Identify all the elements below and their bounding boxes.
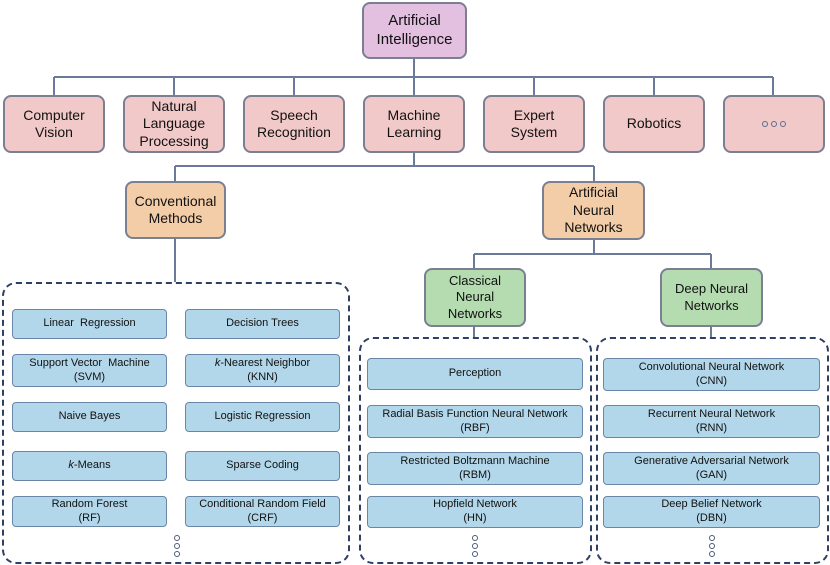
leaf-label-line: (KNN) <box>247 370 278 383</box>
leaf-label-line: (DBN) <box>696 512 727 524</box>
leaf-random-forest: Random Forest(RF) <box>12 496 167 527</box>
node-label-line: Networks <box>447 305 503 321</box>
leaf-deep-belief-network: Deep Belief Network(DBN) <box>603 496 820 528</box>
node-label-line: Processing <box>139 132 209 149</box>
node-label-line: System <box>510 124 558 140</box>
leaf-label-line: Deep Belief Network <box>661 498 762 511</box>
node-label-line: Natural <box>151 97 197 114</box>
node-more-fields <box>723 95 825 153</box>
leaf-label-line: Radial Basis Function Neural Network <box>382 407 568 420</box>
node-label-line: Recognition <box>257 124 331 140</box>
leaf-linear-regression: Linear Regression <box>12 309 167 339</box>
root-line-1: Artificial <box>388 11 441 29</box>
leaf-label-line: Logistic Regression <box>214 410 311 423</box>
node-label-line: Machine <box>387 106 441 123</box>
leaf-label-line: Recurrent Neural Network <box>647 407 776 420</box>
leaf-k-means: k-Means <box>12 451 167 481</box>
node-label-line: Neural <box>572 201 615 218</box>
leaf-label-rest: -Nearest Neighbor <box>220 356 311 369</box>
leaf-recurrent-neural-network: Recurrent Neural Network(RNN) <box>603 405 820 438</box>
node-label-line: Robotics <box>626 115 682 132</box>
leaf-label-line: (RF) <box>78 511 101 524</box>
node-label-line: Computer <box>23 106 85 123</box>
node-label-line: Language <box>142 115 206 132</box>
leaf-perception: Perception <box>367 358 583 390</box>
node-label-line: Deep Neural <box>675 281 748 297</box>
vertical-ellipsis-icon <box>173 535 181 557</box>
ellipsis-icon <box>762 121 786 127</box>
leaf-label-line: (SVM) <box>73 370 106 383</box>
node-label-line: Neural <box>455 289 495 305</box>
leaf-sparse-coding: Sparse Coding <box>185 451 340 481</box>
leaf-label-line: Support Vector Machine <box>29 356 150 369</box>
leaf-generative-adversarial-network: Generative Adversarial Network(GAN) <box>603 452 820 485</box>
leaf-restricted-boltzmann-machine: Restricted Boltzmann Machine(RBM) <box>367 452 583 485</box>
leaf-label-line: Hopfield Network <box>433 498 517 511</box>
leaf-radial-basis-function: Radial Basis Function Neural Network(RBF… <box>367 405 583 438</box>
leaf-label-line: Perception <box>448 367 502 380</box>
vertical-ellipsis-icon <box>708 535 716 557</box>
node-label-line: Expert <box>513 106 555 123</box>
leaf-naive-bayes: Naive Bayes <box>12 402 167 432</box>
leaf-label-line: Generative Adversarial Network <box>634 454 789 467</box>
node-label-line: Learning <box>386 124 442 140</box>
leaf-label-line: (GAN) <box>695 468 728 481</box>
leaf-label-line: Linear Regression <box>43 317 136 330</box>
node-label-line: Networks <box>684 297 739 313</box>
leaf-convolutional-neural-network: Convolutional Neural Network(CNN) <box>603 358 820 391</box>
node-label-line: Speech <box>270 106 318 123</box>
vertical-ellipsis-icon <box>471 535 479 557</box>
leaf-label-line: (HN) <box>463 512 487 524</box>
leaf-conditional-random-field: Conditional Random Field(CRF) <box>185 496 340 527</box>
leaf-decision-trees: Decision Trees <box>185 309 340 339</box>
node-label-line: Artificial <box>568 184 618 201</box>
leaf-label-line: Decision Trees <box>226 317 299 330</box>
classical-networks-group <box>359 337 592 564</box>
leaf-label-line: (RNN) <box>695 421 728 434</box>
leaf-label-line: (CRF) <box>247 511 278 524</box>
leaf-label-line: (RBM) <box>459 468 491 481</box>
leaf-k-nearest-neighbor: k-Nearest Neighbor(KNN) <box>185 354 340 387</box>
leaf-label-line: Random Forest <box>51 497 128 510</box>
node-label-line: Vision <box>35 124 73 140</box>
leaf-label-line: Sparse Coding <box>226 459 299 472</box>
leaf-logistic-regression: Logistic Regression <box>185 402 340 432</box>
leaf-label-line: Naive Bayes <box>58 410 121 423</box>
leaf-label-line: Restricted Boltzmann Machine <box>400 454 550 467</box>
node-label-line: Methods <box>148 210 203 226</box>
leaf-hopfield-network: Hopfield Network(HN) <box>367 496 583 528</box>
node-label-line: Classical <box>448 273 501 289</box>
leaf-label-line: k-Nearest Neighbor <box>215 357 310 371</box>
node-label-line: Conventional <box>134 192 217 209</box>
leaf-label-line: Conditional Random Field <box>199 497 326 510</box>
conventional-methods-group <box>2 282 350 564</box>
leaf-support-vector-machine: Support Vector Machine(SVM) <box>12 354 167 387</box>
node-robotics: Robotics <box>603 95 705 153</box>
root-line-2: Intelligence <box>376 30 453 48</box>
leaf-label-rest: -Means <box>73 459 111 472</box>
leaf-label-italic-k: k <box>214 356 221 369</box>
leaf-label-italic-k: k <box>68 459 74 472</box>
leaf-label-line: (CNN) <box>695 374 728 387</box>
leaf-label-line: (RBF) <box>460 421 490 434</box>
deep-networks-group <box>596 337 829 564</box>
leaf-label-line: Convolutional Neural Network <box>638 360 785 373</box>
leaf-label-line: k-Means <box>68 459 110 473</box>
node-label-line: Networks <box>564 219 623 236</box>
